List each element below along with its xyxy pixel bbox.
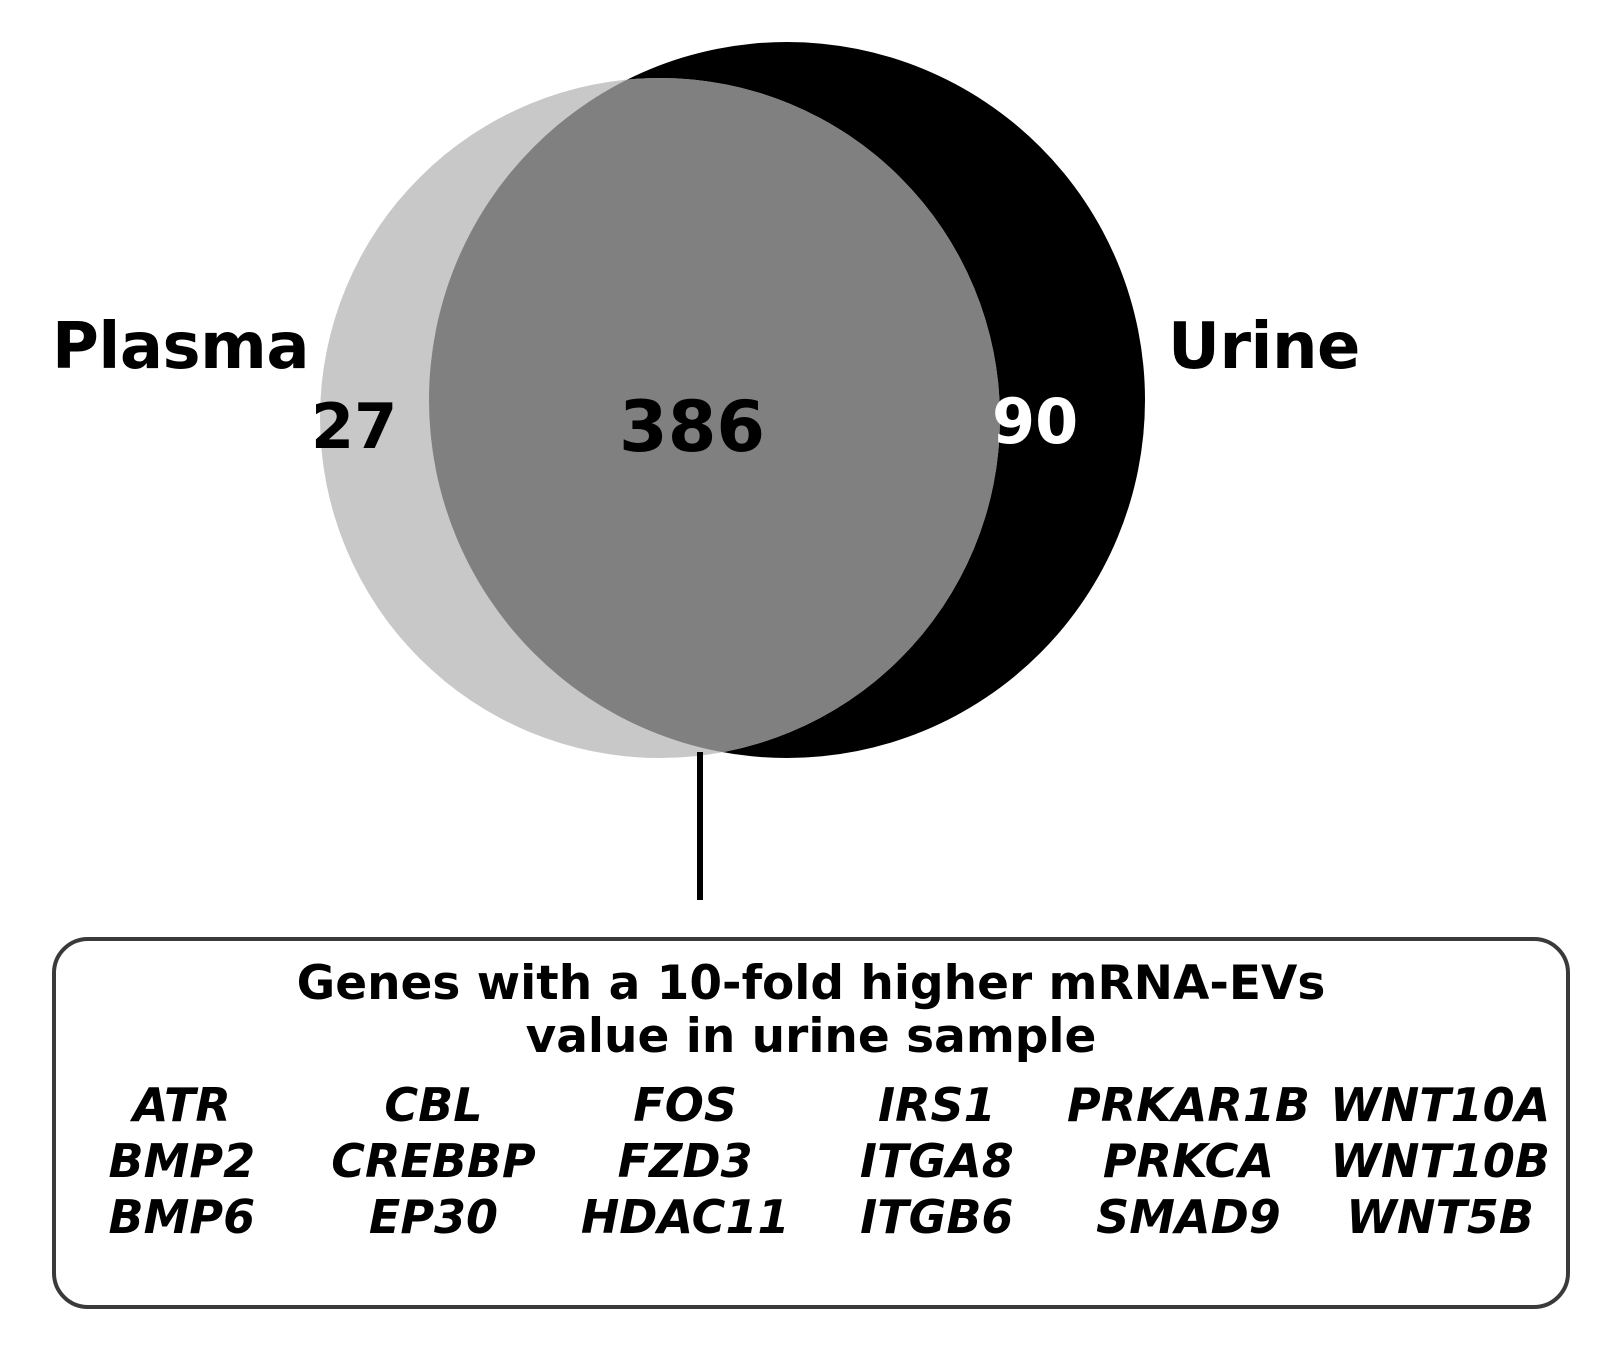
urine-only-count: 90	[992, 385, 1079, 458]
gene-cell: ITGA8	[859, 1134, 1014, 1189]
urine-set-label: Urine	[1168, 310, 1360, 384]
gene-cell: FOS	[633, 1078, 737, 1133]
plasma-set-label: Plasma	[52, 310, 310, 384]
table-row: ATR CBL FOS IRS1 PRKAR1B WNT10A	[56, 1077, 1566, 1133]
callout-title-line-2: value in urine sample	[525, 1009, 1097, 1065]
table-row: BMP2 CREBBP FZD3 ITGA8 PRKCA WNT10B	[56, 1133, 1566, 1189]
gene-cell: SMAD9	[1096, 1190, 1281, 1245]
gene-cell: WNT5B	[1346, 1190, 1534, 1245]
gene-cell: PRKCA	[1102, 1134, 1275, 1189]
gene-cell: WNT10B	[1330, 1134, 1550, 1189]
gene-cell: CREBBP	[331, 1134, 536, 1189]
gene-cell: BMP6	[108, 1190, 256, 1245]
gene-cell: ITGB6	[860, 1190, 1014, 1245]
gene-cell: IRS1	[877, 1078, 996, 1133]
gene-list-table: ATR CBL FOS IRS1 PRKAR1B WNT10A BMP2 CRE…	[56, 1077, 1566, 1245]
gene-cell: FZD3	[617, 1134, 753, 1189]
gene-cell: BMP2	[108, 1134, 256, 1189]
callout-title-line-1: Genes with a 10-fold higher mRNA-EVs	[296, 956, 1326, 1011]
table-row: BMP6 EP30 HDAC11 ITGB6 SMAD9 WNT5B	[56, 1189, 1566, 1245]
gene-cell: CBL	[384, 1078, 483, 1133]
callout-title: Genes with a 10-fold higher mRNA-EVs val…	[56, 941, 1566, 1063]
gene-cell: PRKAR1B	[1067, 1078, 1310, 1133]
gene-cell: HDAC11	[580, 1190, 790, 1245]
gene-cell: ATR	[132, 1078, 231, 1133]
venn-circles-graphic	[320, 42, 1145, 900]
gene-callout-box: Genes with a 10-fold higher mRNA-EVs val…	[52, 937, 1570, 1309]
intersection-count: 386	[619, 386, 766, 468]
plasma-only-count: 27	[311, 390, 398, 463]
venn-diagram: Plasma Urine 27 386 90	[52, 42, 1360, 900]
gene-cell: WNT10A	[1330, 1078, 1551, 1133]
venn-intersection-region	[429, 78, 1000, 758]
gene-cell: EP30	[368, 1190, 499, 1245]
